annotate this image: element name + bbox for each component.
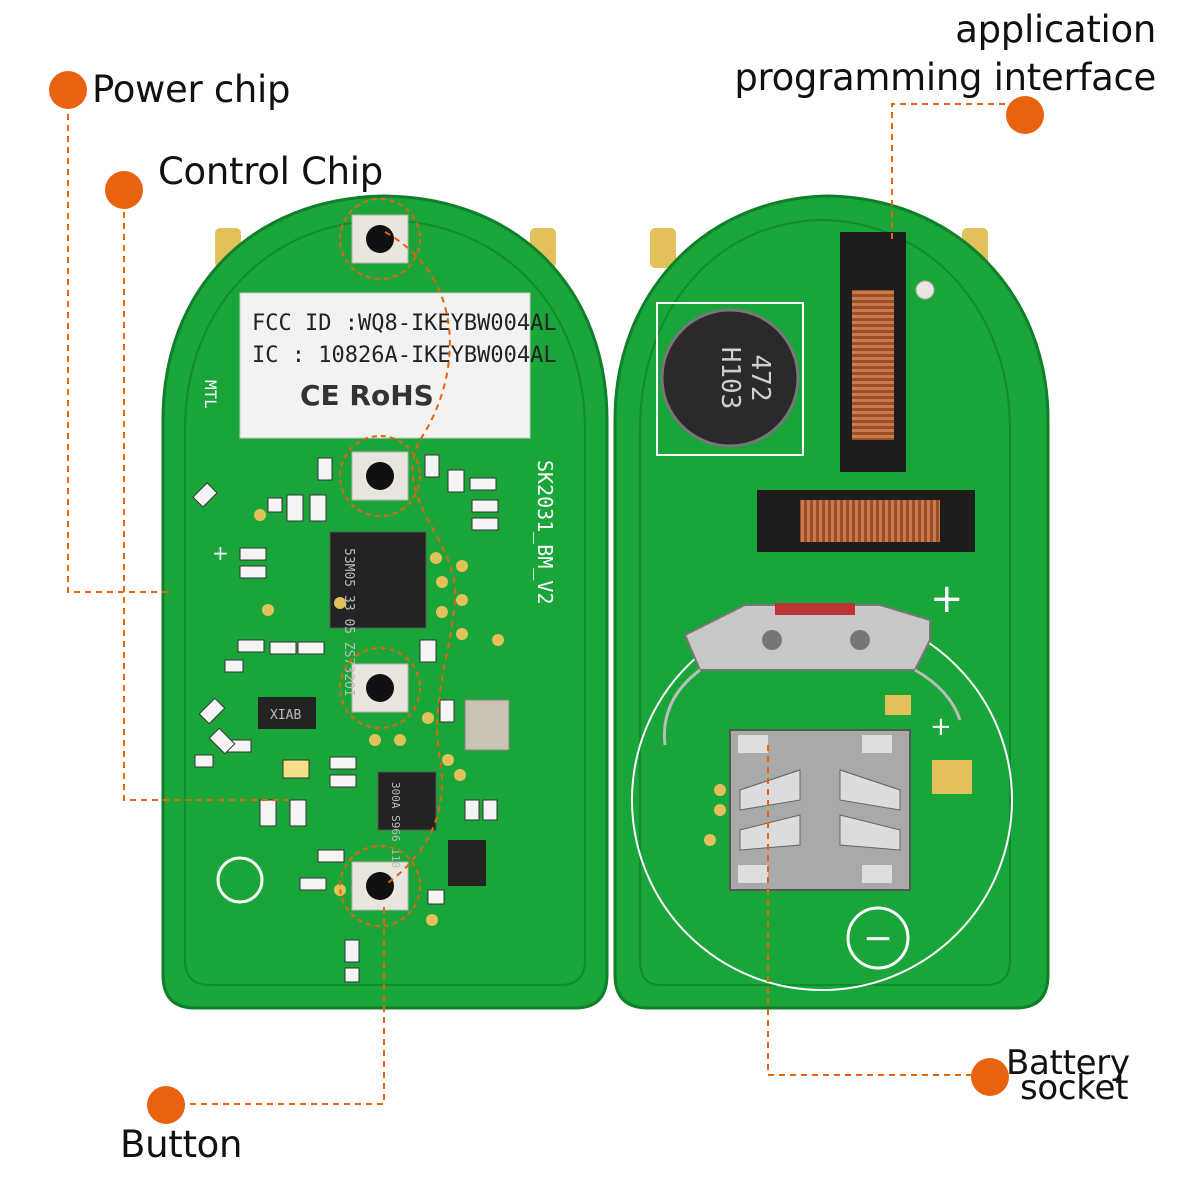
minus-symbol: − bbox=[863, 918, 893, 959]
button-label: Button bbox=[120, 1123, 243, 1166]
tactile-button bbox=[351, 214, 409, 264]
battery-callout-dot bbox=[971, 1058, 1009, 1096]
battery-socket: − + + bbox=[631, 576, 1013, 991]
api-callout-dot bbox=[1006, 96, 1044, 134]
control-chip-label: Control Chip bbox=[158, 150, 383, 193]
battery-pad bbox=[932, 760, 972, 794]
button-callout-dot bbox=[147, 1086, 185, 1124]
battery-pad bbox=[885, 695, 911, 715]
transistor-marking: XIAB bbox=[270, 708, 301, 723]
mounting-hole bbox=[915, 280, 935, 300]
inductor-marking-2: H103 bbox=[715, 347, 745, 410]
plus-symbol-small: + bbox=[930, 712, 952, 742]
crystal-oscillator bbox=[464, 699, 510, 751]
power-chip-callout-dot bbox=[49, 71, 87, 109]
fcc-label-sticker: FCC ID :WQ8-IKEYBW004AL IC : 10826A-IKEY… bbox=[239, 292, 557, 439]
ce-rohs-text: CE RoHS bbox=[300, 379, 434, 412]
antenna-coil-horizontal bbox=[757, 490, 975, 552]
battery-label-line1: Battery bbox=[1006, 1043, 1130, 1083]
fcc-id-text: FCC ID :WQ8-IKEYBW004AL bbox=[252, 311, 557, 336]
antenna-coil-vertical bbox=[840, 232, 906, 472]
tactile-button bbox=[351, 451, 409, 501]
smd-components bbox=[192, 454, 499, 983]
power-chip-label: Power chip bbox=[92, 68, 291, 111]
power-chip: 300A S966 110 bbox=[377, 771, 437, 868]
control-chip-callout-dot bbox=[105, 171, 143, 209]
left-pcb: FCC ID :WQ8-IKEYBW004AL IC : 10826A-IKEY… bbox=[161, 194, 609, 1010]
battery-label-line2: socket bbox=[1020, 1068, 1129, 1108]
ic-text: IC : 10826A-IKEYBW004AL bbox=[252, 343, 557, 368]
right-pcb: 472 H103 bbox=[613, 194, 1050, 1010]
plus-silkscreen: + bbox=[212, 541, 229, 565]
mtl-text: MTL bbox=[201, 380, 220, 409]
transistor: XIAB bbox=[258, 697, 316, 729]
api-label-line1: application bbox=[955, 8, 1156, 51]
plus-symbol-large: + bbox=[930, 576, 964, 622]
pcb-logo bbox=[216, 856, 264, 904]
tactile-button bbox=[351, 663, 409, 713]
edge-contact bbox=[650, 228, 676, 268]
inductor-marking-1: 472 bbox=[745, 355, 775, 402]
api-label-line2: programming interface bbox=[734, 56, 1156, 99]
round-inductor: 472 H103 bbox=[656, 302, 804, 456]
button-highlight-circles bbox=[339, 198, 421, 927]
callout-lines bbox=[67, 92, 1026, 1105]
small-chip bbox=[448, 840, 486, 886]
chip2-marking: 300A S966 110 bbox=[389, 782, 402, 868]
board-name-text: SK2031_BM_V2 bbox=[533, 460, 557, 605]
led-component bbox=[282, 759, 310, 779]
tactile-button bbox=[351, 861, 409, 911]
